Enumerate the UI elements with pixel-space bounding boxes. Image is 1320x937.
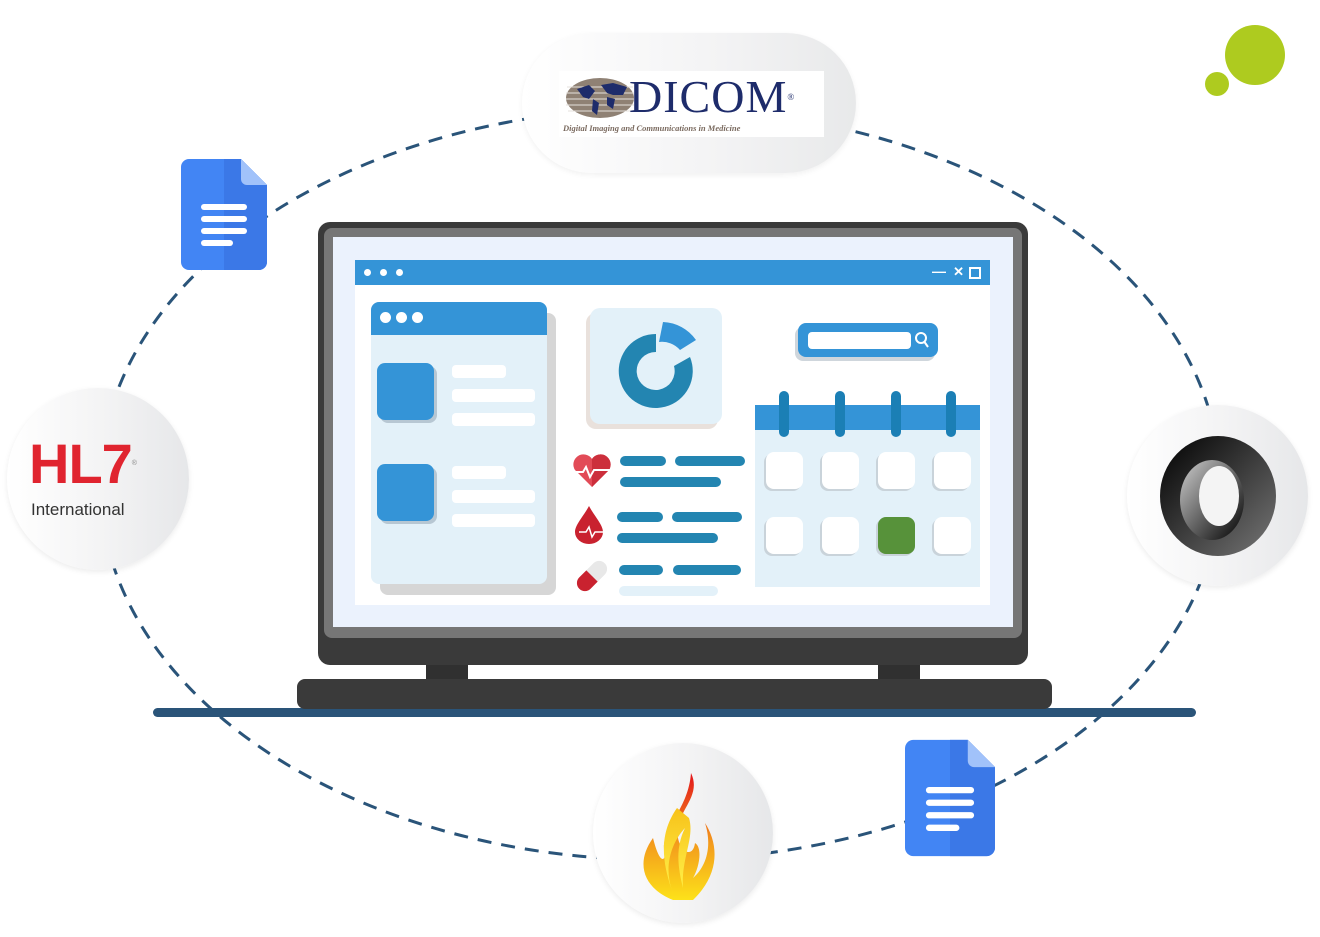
calendar-day-selected[interactable] — [878, 517, 915, 554]
calendar-ring — [891, 391, 901, 437]
calendar-ring — [779, 391, 789, 437]
chart-card[interactable] — [590, 308, 722, 424]
calendar-day[interactable] — [766, 452, 803, 489]
decorative-dots — [1205, 22, 1295, 102]
json-badge — [1127, 405, 1308, 586]
vital-bar — [620, 456, 666, 466]
calendar-day[interactable] — [822, 452, 859, 489]
vital-bar — [619, 565, 663, 575]
donut-chart-icon — [618, 322, 696, 408]
window-titlebar: — ✕ — [355, 260, 990, 285]
desk-line — [153, 708, 1196, 717]
hl7-wordmark: HL7® — [29, 432, 137, 495]
calendar-day[interactable] — [878, 452, 915, 489]
google-doc-icon — [905, 739, 995, 857]
fhir-flame-icon — [643, 773, 715, 900]
laptop-base — [297, 679, 1052, 709]
window-dot — [380, 269, 387, 276]
record-line — [452, 413, 535, 426]
vital-bar — [620, 477, 721, 487]
calendar-ring — [835, 391, 845, 437]
dicom-tagline: Digital Imaging and Communications in Me… — [563, 123, 741, 133]
pill-icon — [576, 560, 608, 592]
json-ring-icon — [1160, 436, 1276, 556]
search-box[interactable] — [798, 323, 938, 357]
globe-icon — [566, 78, 634, 118]
panel-dot — [380, 312, 391, 323]
hl7-badge: HL7® International — [7, 388, 189, 570]
blood-drop-icon — [575, 506, 604, 544]
minimize-button[interactable]: — — [932, 263, 946, 279]
calendar-day[interactable] — [822, 517, 859, 554]
hl7-subtitle: International — [31, 500, 125, 519]
records-panel-header — [371, 302, 547, 335]
record-line — [452, 389, 535, 402]
vital-bar — [619, 586, 718, 596]
record-thumbnail[interactable] — [377, 464, 434, 521]
vital-bar — [672, 512, 742, 522]
calendar-ring — [946, 391, 956, 437]
record-thumbnail[interactable] — [377, 363, 434, 420]
calendar-header — [755, 405, 980, 430]
record-line — [452, 466, 506, 479]
vital-bar — [675, 456, 745, 466]
maximize-button[interactable] — [969, 267, 981, 279]
window-dot — [396, 269, 403, 276]
dicom-badge: DICOM® Digital Imaging and Communication… — [522, 33, 856, 173]
calendar-day[interactable] — [934, 517, 971, 554]
calendar-day[interactable] — [766, 517, 803, 554]
calendar — [755, 405, 980, 587]
search-icon[interactable] — [914, 331, 930, 349]
record-line — [452, 490, 535, 503]
panel-dot — [396, 312, 407, 323]
dicom-wordmark: DICOM® — [629, 71, 796, 122]
records-panel — [371, 302, 547, 584]
vital-bar — [617, 512, 663, 522]
close-button[interactable]: ✕ — [953, 264, 964, 279]
calendar-day[interactable] — [934, 452, 971, 489]
google-doc-icon — [181, 159, 267, 270]
window-dot — [364, 269, 371, 276]
vital-bar — [617, 533, 718, 543]
heart-rate-icon — [573, 454, 611, 487]
record-line — [452, 365, 506, 378]
fhir-badge — [593, 743, 773, 923]
search-input[interactable] — [808, 332, 911, 349]
record-line — [452, 514, 535, 527]
vital-bar — [673, 565, 741, 575]
panel-dot — [412, 312, 423, 323]
